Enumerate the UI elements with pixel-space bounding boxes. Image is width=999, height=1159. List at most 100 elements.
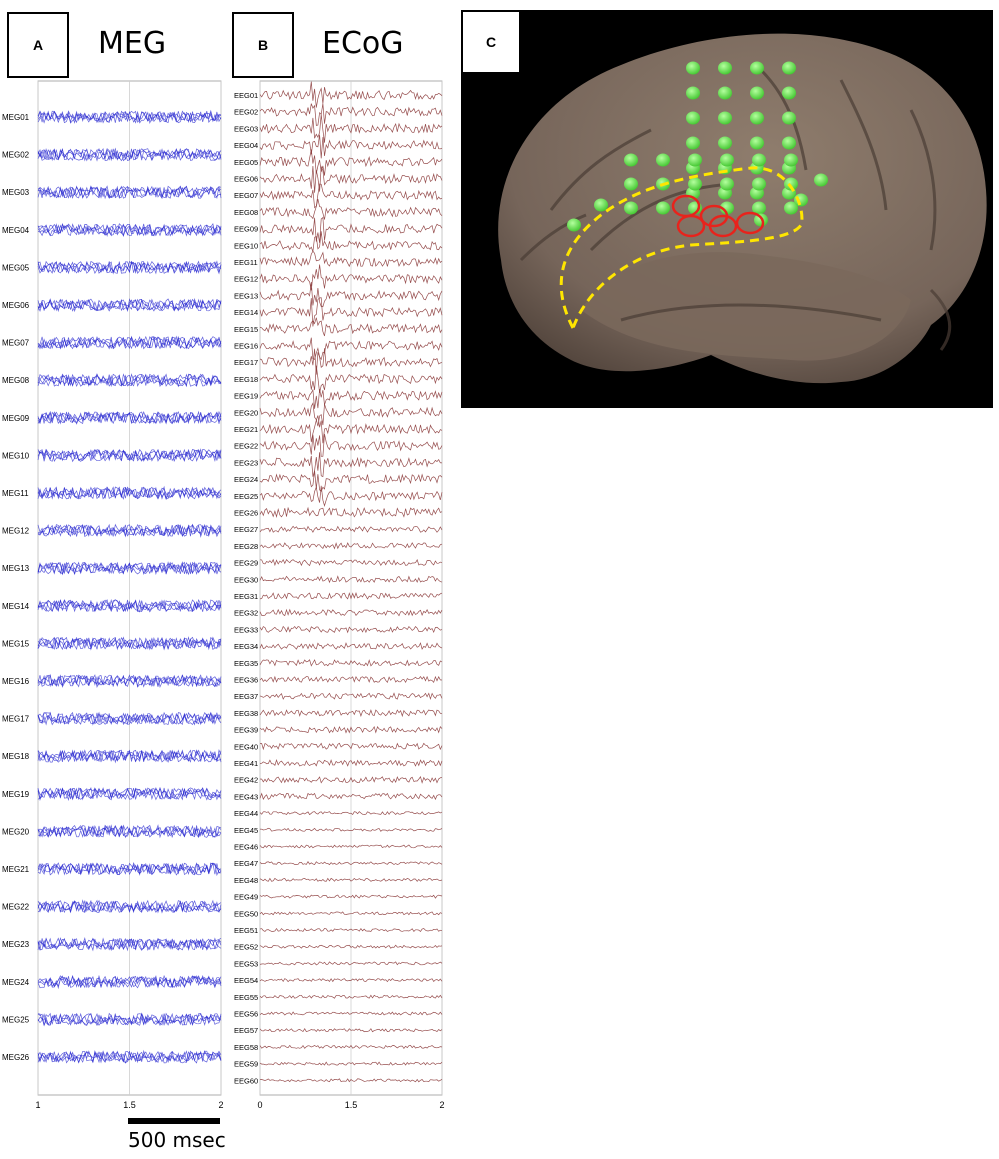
channel-label: EEG05 xyxy=(234,158,258,167)
channel-trace xyxy=(259,1028,443,1033)
channel-trace xyxy=(259,1044,443,1049)
time-scale-bar: 500 msec xyxy=(128,1118,226,1152)
channel-trace xyxy=(259,470,443,492)
channel-label: EEG47 xyxy=(234,859,258,868)
channel-label: EEG50 xyxy=(234,909,258,918)
channel-label: MEG22 xyxy=(2,903,30,912)
spike-electrode-markers xyxy=(671,194,765,238)
panel-c-label: C xyxy=(461,10,521,74)
channel-trace xyxy=(259,709,443,718)
channel-label: EEG33 xyxy=(234,625,258,634)
channel-label: MEG05 xyxy=(2,263,30,272)
x-tick-label: 2 xyxy=(439,1100,444,1110)
channel-label: EEG31 xyxy=(234,592,258,601)
channel-label: EEG60 xyxy=(234,1076,258,1085)
channel-trace xyxy=(259,758,443,767)
channel-trace xyxy=(37,335,222,350)
channel-label: EEG17 xyxy=(234,358,258,367)
channel-trace xyxy=(259,659,443,667)
channel-trace xyxy=(259,365,443,393)
x-tick-label: 2 xyxy=(218,1100,223,1110)
channel-trace xyxy=(37,861,222,877)
channel-label: EEG28 xyxy=(234,542,258,551)
channel-trace xyxy=(37,109,222,124)
channel-trace xyxy=(259,844,443,849)
channel-label: MEG10 xyxy=(2,451,30,460)
scale-bar-line xyxy=(128,1118,220,1124)
channel-trace xyxy=(259,388,443,409)
channel-trace xyxy=(37,636,222,651)
channel-trace xyxy=(37,711,222,726)
channel-trace xyxy=(37,523,222,538)
channel-label: EEG03 xyxy=(234,124,258,133)
channel-trace xyxy=(259,861,443,866)
channel-label: EEG02 xyxy=(234,108,258,117)
resection-outline xyxy=(559,166,804,332)
channel-trace xyxy=(259,558,443,567)
channel-label: EEG08 xyxy=(234,208,258,217)
channel-label: EEG35 xyxy=(234,659,258,668)
channel-label: MEG01 xyxy=(2,113,30,122)
channel-label: EEG27 xyxy=(234,525,258,534)
channel-trace xyxy=(259,776,443,784)
channel-trace xyxy=(259,877,443,882)
channel-trace xyxy=(259,1011,443,1016)
channel-label: EEG18 xyxy=(234,375,258,384)
channel-label: MEG13 xyxy=(2,564,30,573)
channel-label: EEG14 xyxy=(234,308,258,317)
channel-label: MEG04 xyxy=(2,226,30,235)
channel-trace xyxy=(259,792,443,801)
channel-label: EEG58 xyxy=(234,1043,258,1052)
channel-trace xyxy=(259,452,443,478)
channel-label: EEG42 xyxy=(234,776,258,785)
channel-label: EEG34 xyxy=(234,642,258,651)
channel-trace xyxy=(259,692,443,700)
channel-trace xyxy=(259,592,443,600)
channel-trace xyxy=(259,894,443,899)
channel-label: MEG03 xyxy=(2,188,30,197)
channel-trace xyxy=(259,608,443,617)
channel-trace xyxy=(259,927,443,933)
channel-label: EEG45 xyxy=(234,826,258,835)
channel-trace xyxy=(37,260,222,275)
channel-label: EEG41 xyxy=(234,759,258,768)
channel-trace xyxy=(259,1061,443,1066)
channel-trace xyxy=(259,402,443,427)
channel-label: EEG01 xyxy=(234,91,258,100)
channel-label: MEG17 xyxy=(2,715,30,724)
channel-label: EEG56 xyxy=(234,1010,258,1019)
channel-trace xyxy=(37,185,222,200)
channel-label: EEG22 xyxy=(234,442,258,451)
channel-label: EEG06 xyxy=(234,175,258,184)
panel-b-title: ECoG xyxy=(322,26,404,61)
channel-trace xyxy=(37,1049,222,1064)
channel-trace xyxy=(259,506,443,518)
channel-trace xyxy=(259,81,443,108)
channel-label: MEG06 xyxy=(2,301,30,310)
channel-label: EEG13 xyxy=(234,291,258,300)
channel-label: MEG07 xyxy=(2,339,30,348)
panel-a-label: A xyxy=(7,12,69,78)
channel-label: EEG12 xyxy=(234,275,258,284)
brain-surface-icon xyxy=(498,33,987,384)
channel-label: EEG53 xyxy=(234,959,258,968)
channel-trace xyxy=(259,525,443,533)
channel-label: MEG26 xyxy=(2,1053,30,1062)
channel-trace xyxy=(259,542,443,550)
channel-trace xyxy=(259,742,443,751)
channel-label: MEG12 xyxy=(2,527,30,536)
channel-label: EEG54 xyxy=(234,976,258,985)
channel-trace xyxy=(259,264,443,291)
channel-trace xyxy=(37,974,222,990)
channel-label: EEG07 xyxy=(234,191,258,200)
channel-trace xyxy=(37,410,222,425)
channel-label: EEG23 xyxy=(234,458,258,467)
channel-trace xyxy=(259,134,443,159)
channel-trace xyxy=(259,216,443,243)
channel-trace xyxy=(37,937,222,952)
channel-label: EEG57 xyxy=(234,1026,258,1035)
channel-trace xyxy=(37,222,222,238)
channel-trace xyxy=(37,598,222,613)
channel-trace xyxy=(37,147,222,162)
